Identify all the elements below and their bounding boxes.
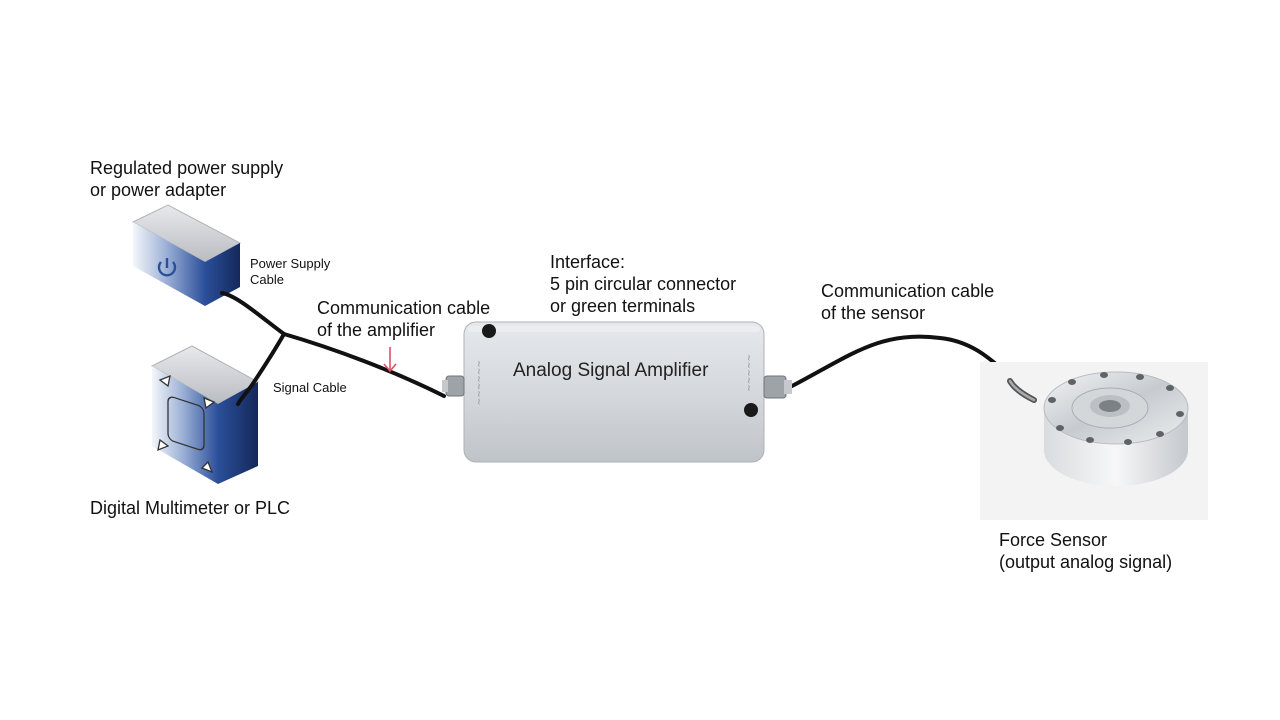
force-sensor-device [980,362,1208,520]
amplifier-cable-label: Communication cable of the amplifier [317,298,491,340]
signal-cable-label: Signal Cable [273,380,347,395]
multimeter-device [150,345,260,484]
amplifier-cable [282,332,446,398]
amplifier-housing: ~~~~~~ ~~~~~ [442,321,792,463]
power-supply-label: Regulated power supply or power adapter [90,158,284,200]
sensor-cable-label: Communication cable of the sensor [821,281,995,323]
svg-text:~~~~~~: ~~~~~~ [473,360,483,405]
left-connector [442,375,465,397]
pointer-arrow [383,347,397,373]
multimeter-label: Digital Multimeter or PLC [90,498,291,518]
interface-label: Interface: 5 pin circular connector or g… [550,252,737,316]
svg-text:~~~~~: ~~~~~ [743,354,753,392]
power-cable-label: Power Supply Cable [250,256,331,287]
power-icon [157,258,177,277]
rotation-arrows-icon [157,374,216,474]
mounting-hole-top [482,324,496,338]
embossed-marks: ~~~~~~ ~~~~~ [473,354,753,405]
mounting-hole-bottom [744,403,758,417]
power-supply-device [131,204,242,306]
amplifier-title: Analog Signal Amplifier [513,360,709,381]
bolt-holes [1048,372,1184,445]
right-connector [763,375,792,399]
power-supply-cable [220,291,286,336]
force-sensor-label: Force Sensor (output analog signal) [999,530,1173,572]
signal-cable [236,332,286,406]
